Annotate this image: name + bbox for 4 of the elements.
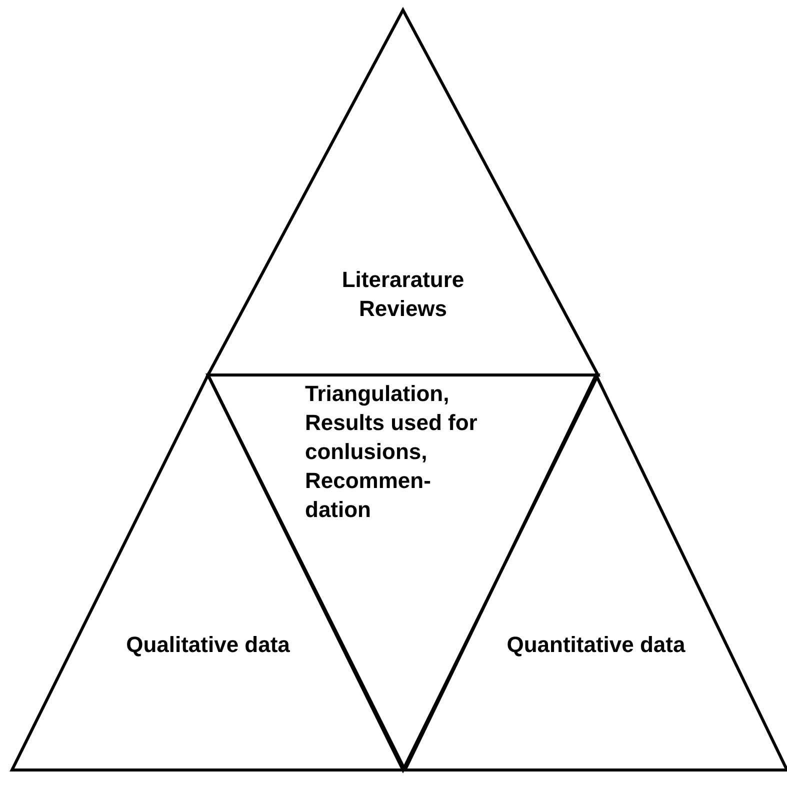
section-label: Triangulation, Results used for conlusions, Recommen- dation — [305, 380, 478, 524]
section-label: Qualitative data — [125, 631, 291, 659]
section-label: Quantitative data — [506, 631, 686, 659]
section-label: Literarature Reviews — [340, 266, 466, 323]
